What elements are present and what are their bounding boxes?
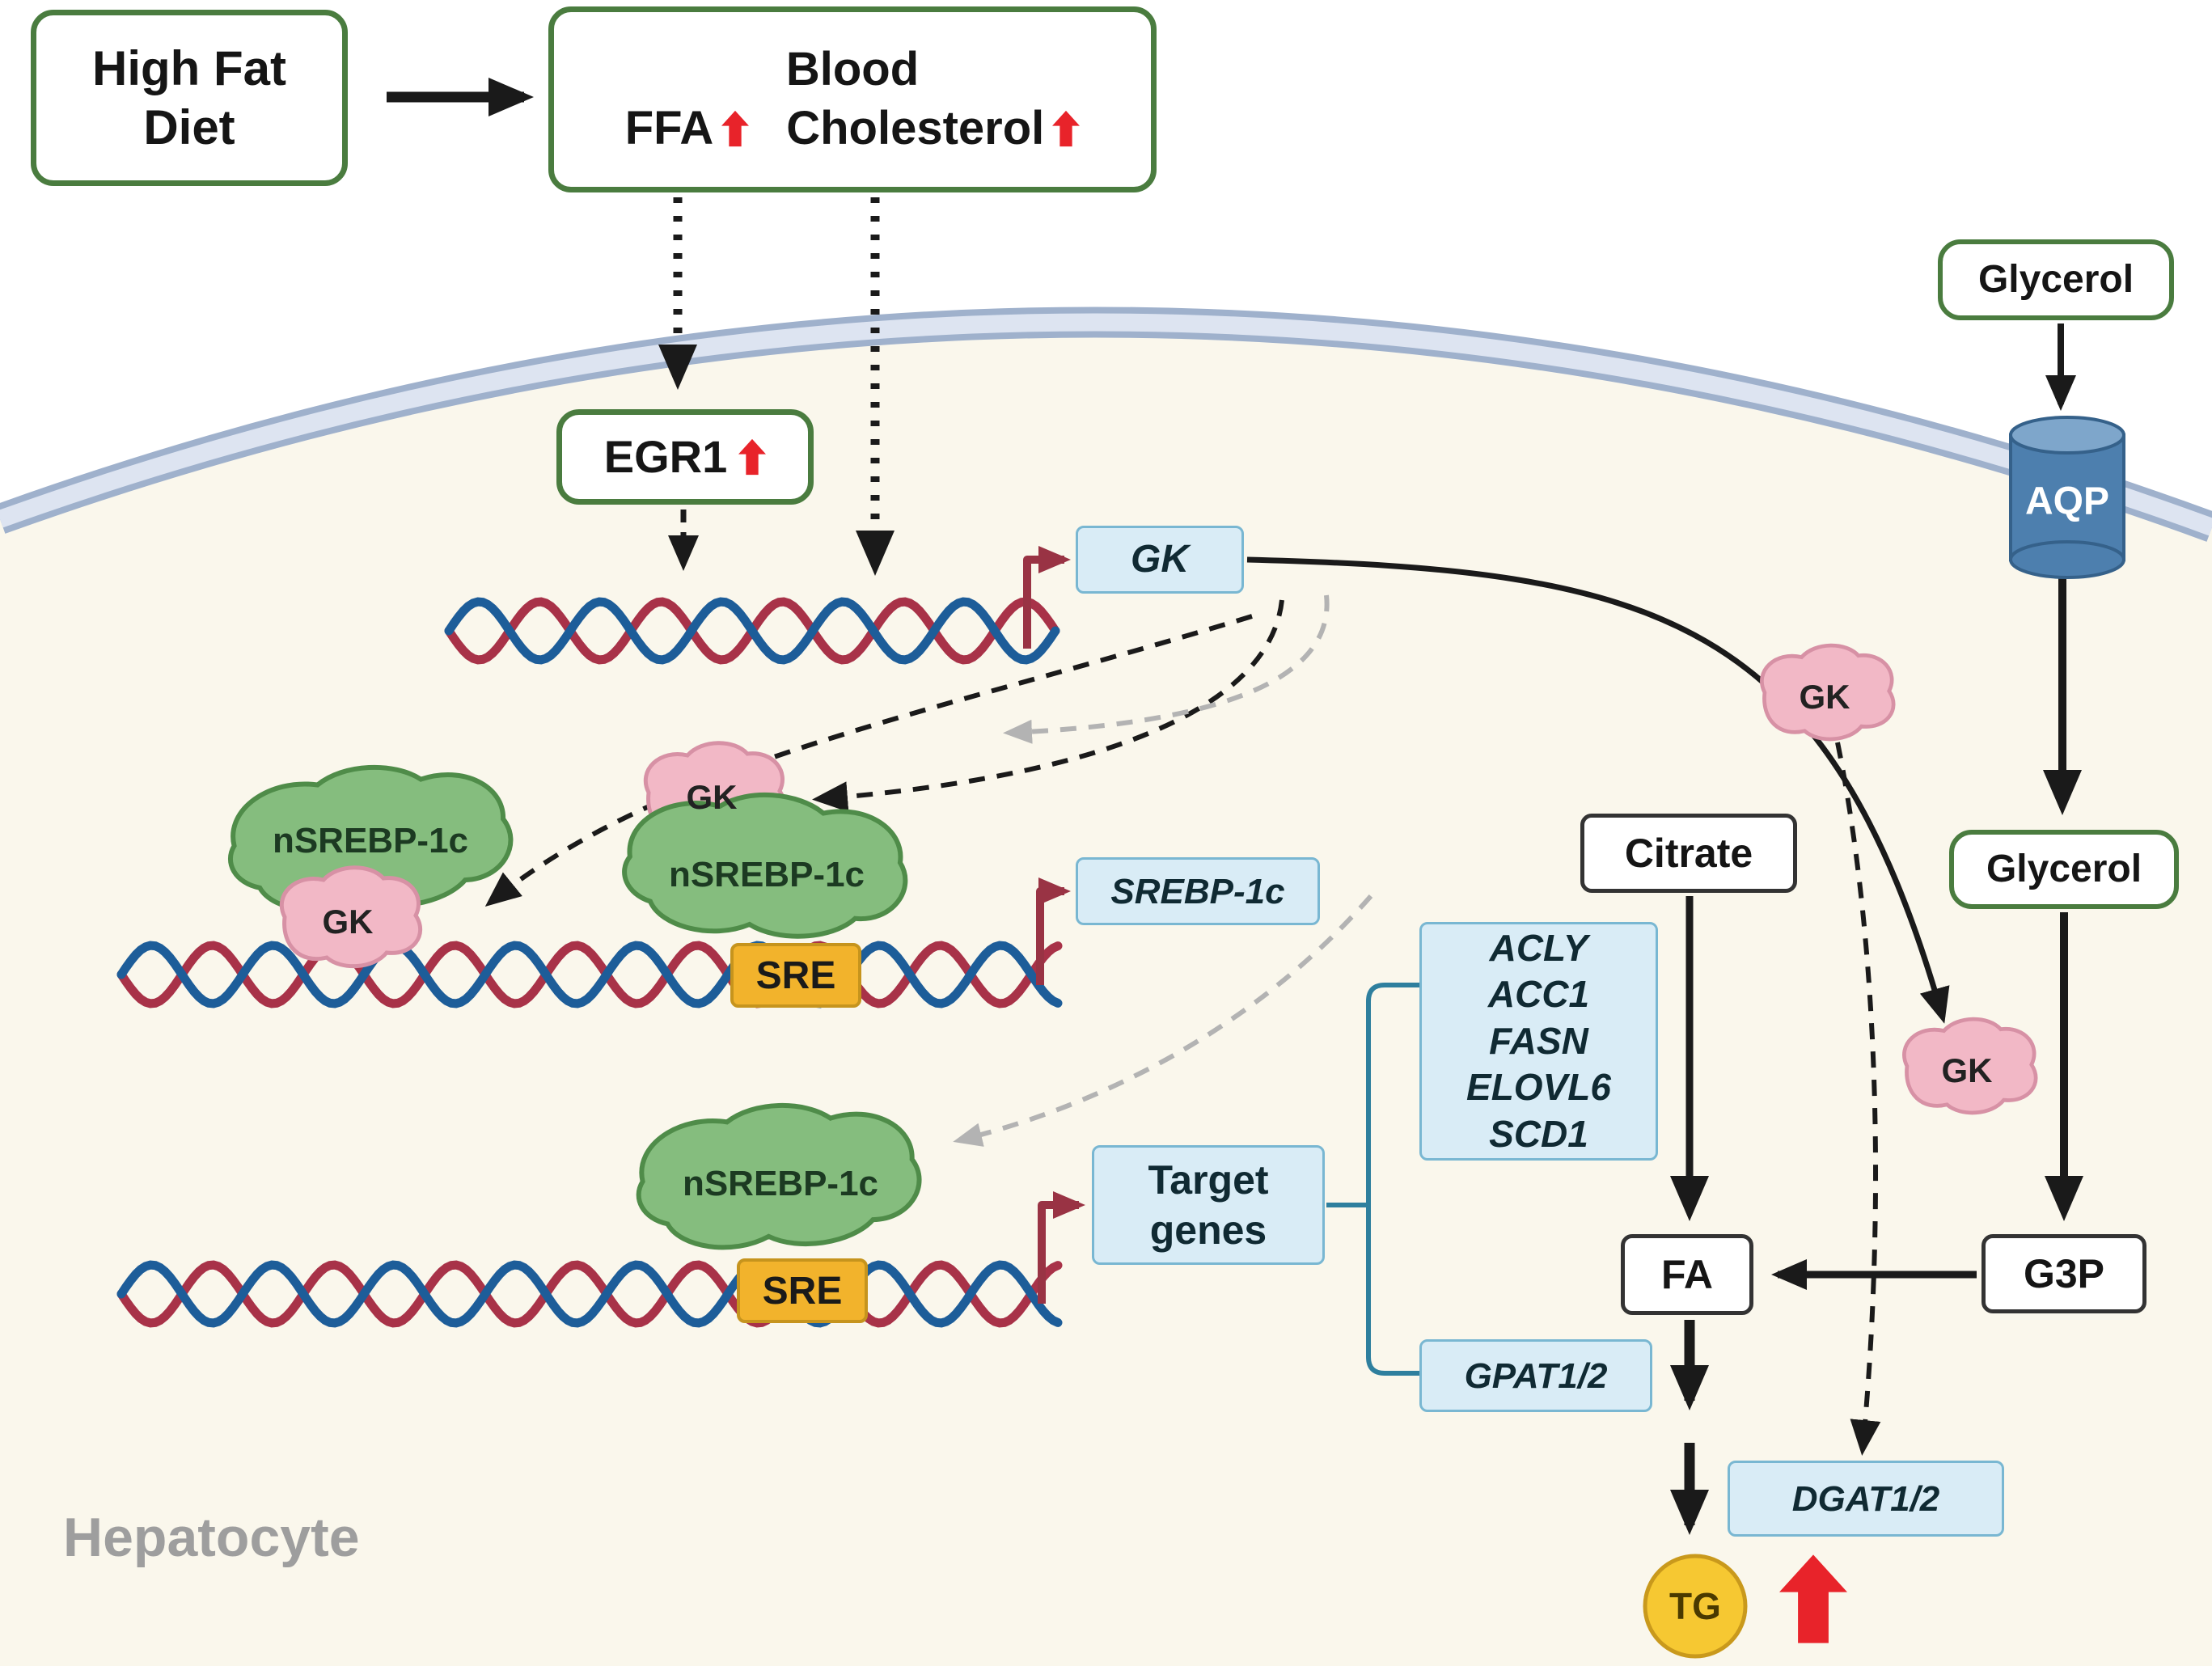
arrow-gk-to-complex2 — [812, 599, 1284, 813]
gk-protein-label-4: GK — [1941, 1051, 1993, 1089]
dna-helix-2-strand-b — [116, 941, 1063, 1008]
glycerol-inside-label: Glycerol — [1986, 847, 2142, 890]
arrow-gk-translocation — [1246, 556, 1950, 1024]
high-fat-diet-node: High Fat Diet — [31, 10, 348, 186]
egr1-node: EGR1 — [556, 409, 814, 505]
fa-label: FA — [1661, 1252, 1713, 1297]
gpat-label: GPAT1/2 — [1464, 1355, 1608, 1396]
fa-node: FA — [1621, 1234, 1753, 1315]
dgat-label: DGAT1/2 — [1791, 1478, 1940, 1519]
srebp1c-gene-label: SREBP-1c — [1110, 871, 1285, 911]
blood-title: Blood — [785, 43, 920, 96]
gk-gene-node: GK — [1076, 526, 1244, 594]
glycerol-inside-node: Glycerol — [1949, 830, 2179, 909]
target-genes-label: Target genes — [1148, 1156, 1269, 1254]
bracket-target-genes — [1326, 983, 1421, 1376]
tg-droplet — [1643, 1554, 1748, 1659]
dgat-node: DGAT1/2 — [1728, 1461, 2004, 1537]
dna-helix-2-strand-a — [116, 941, 1063, 1008]
g3p-label: G3P — [2023, 1251, 2105, 1296]
arrow-srebp-maturation-2 — [953, 894, 1373, 1147]
ffa-label: FFA — [624, 102, 714, 154]
up-arrow-icon — [1779, 1554, 1847, 1643]
arrow-gk-to-dgat — [1835, 742, 1881, 1456]
g3p-node: G3P — [1981, 1234, 2146, 1313]
nsrebp1c-label-3: nSREBP-1c — [682, 1164, 879, 1203]
srebp1c-gene-node: SREBP-1c — [1076, 857, 1320, 925]
nsrebp1c-label-2: nSREBP-1c — [668, 855, 865, 894]
arrow-gk-to-complex1 — [484, 614, 1253, 907]
up-arrow-icon — [1052, 111, 1081, 147]
gk-protein-label-1: GK — [322, 903, 374, 941]
tg-label: TG — [1669, 1585, 1721, 1627]
gpat-node: GPAT1/2 — [1419, 1339, 1652, 1412]
cholesterol-label: Cholesterol — [786, 102, 1045, 154]
glycerol-outside-label: Glycerol — [1977, 257, 2134, 301]
promoter-arrow-target-genes — [1038, 1191, 1085, 1304]
target-genes-node: Target genes — [1092, 1145, 1325, 1265]
sre-element-2: SRE — [737, 1258, 868, 1323]
aqp-label: AQP — [2024, 480, 2110, 523]
sre-label-1: SRE — [755, 954, 836, 997]
lipogenic-genes-node: ACLY ACC1 FASN ELOVL6 SCD1 — [1419, 922, 1658, 1161]
sre-label-2: SRE — [762, 1269, 843, 1313]
blood-node: Blood FFA Cholesterol — [548, 6, 1157, 192]
dna-helix-1-strand-b — [444, 597, 1060, 665]
dna-helix-3-strand-b — [116, 1260, 1063, 1328]
dna-helix-3-strand-a — [116, 1260, 1063, 1328]
high-fat-diet-label: High Fat Diet — [92, 40, 286, 154]
gk-protein-label-2: GK — [686, 778, 738, 816]
citrate-label: Citrate — [1624, 831, 1753, 876]
arrow-srebp-maturation-1 — [1003, 594, 1330, 744]
up-arrow-icon — [721, 111, 750, 147]
lipogenic-genes-label: ACLY ACC1 FASN ELOVL6 SCD1 — [1466, 926, 1611, 1155]
nsrebp1c-label-1: nSREBP-1c — [272, 821, 469, 860]
promoter-arrow-srebp1c — [1036, 877, 1071, 985]
citrate-node: Citrate — [1580, 814, 1797, 893]
promoter-arrow-gk — [1023, 546, 1071, 649]
up-arrow-icon — [738, 438, 767, 476]
gk-protein-label-3: GK — [1799, 678, 1850, 716]
aqp-channel-shape — [2009, 416, 2125, 579]
sre-element-1: SRE — [730, 943, 861, 1008]
hepatocyte-label: Hepatocyte — [63, 1507, 360, 1568]
blood-metabolites-row: FFA Cholesterol — [625, 100, 1081, 158]
gk-gene-label: GK — [1131, 538, 1189, 581]
cell-membrane-inner — [0, 313, 2212, 536]
glycerol-outside-node: Glycerol — [1938, 239, 2174, 320]
egr1-label: EGR1 — [603, 430, 728, 482]
